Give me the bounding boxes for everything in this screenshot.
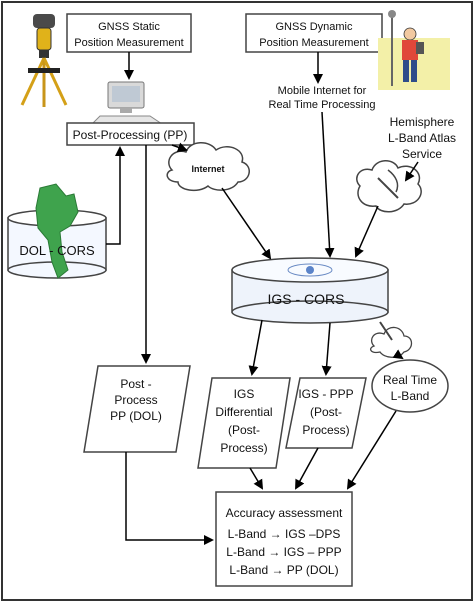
real-time-lband-node: Real Time L-Band (371, 359, 449, 413)
mobile-internet-line2: Real Time Processing (269, 99, 376, 111)
igs-ppp-line2: (Post- (310, 405, 342, 419)
igs-differential-line1: IGS (234, 387, 255, 401)
post-process-dol-line3: PP (DOL) (110, 409, 162, 423)
gnss-tripod-receiver-icon (20, 14, 68, 107)
arrow-differential-to-accuracy (249, 467, 264, 490)
gnss-static-line1: GNSS Static (98, 21, 160, 33)
gnss-dynamic-line1: GNSS Dynamic (275, 21, 353, 33)
accuracy-row2: L-Band → IGS – PPP (226, 545, 341, 559)
post-process-dol-box: Post - Process PP (DOL) (83, 365, 191, 453)
mobile-internet-line1: Mobile Internet for (278, 85, 367, 97)
arrow-lband-to-realtime (392, 349, 404, 360)
post-processing-label: Post-Processing (PP) (73, 128, 188, 142)
gnss-dynamic-box: GNSS Dynamic Position Measurement (245, 13, 383, 53)
arrow-realtime-to-accuracy (346, 410, 397, 490)
satellite-dish-icon (356, 160, 422, 213)
post-process-dol-line2: Process (114, 393, 157, 407)
accuracy-row1: L-Band → IGS –DPS (228, 527, 341, 541)
accuracy-assessment-box: Accuracy assessment L-Band → IGS –DPS L-… (215, 491, 353, 587)
arrow-dish-to-igs (354, 205, 379, 258)
hemisphere-line3: Service (402, 147, 442, 161)
igs-ppp-line1: IGS - PPP (298, 387, 353, 401)
arrow-hemisphere-to-dish (404, 161, 419, 182)
real-time-lband-line1: Real Time (383, 373, 437, 387)
gnss-dynamic-line2: Position Measurement (259, 37, 368, 49)
hemisphere-line1: Hemisphere (390, 115, 455, 129)
connectors (106, 52, 419, 545)
igs-differential-line2: Differential (215, 405, 272, 419)
arrow-igs-to-differential (248, 319, 263, 376)
post-process-dol-line1: Post - (120, 377, 151, 391)
igs-ppp-line3: Process) (302, 423, 349, 437)
igs-differential-line3: (Post- (228, 423, 260, 437)
igs-differential-box: IGS Differential (Post- Process) (197, 377, 291, 469)
arrow-dol-to-accuracy (125, 452, 214, 545)
post-processing-box: Post-Processing (PP) (66, 122, 195, 146)
igs-cors-cylinder: IGS - CORS (231, 257, 389, 324)
internet-label: Internet (191, 164, 224, 174)
igs-differential-line4: Process) (220, 441, 267, 455)
arrow-pp-to-internet (171, 142, 188, 153)
arrow-dol-to-pp (106, 146, 125, 245)
desktop-computer-icon (90, 81, 164, 125)
surveyor-rover-icon (378, 10, 450, 90)
igs-cors-label: IGS - CORS (267, 291, 344, 307)
gnss-static-box: GNSS Static Position Measurement (66, 13, 192, 53)
accuracy-title: Accuracy assessment (226, 506, 343, 520)
gnss-static-line2: Position Measurement (74, 37, 183, 49)
dol-cors-cylinder: DOL - CORS (7, 183, 107, 279)
accuracy-row3: L-Band → PP (DOL) (229, 563, 338, 577)
satellite-orbit-icon (287, 263, 333, 277)
arrow-ppp-to-accuracy (295, 447, 319, 490)
arrow-mobile-to-igs (321, 111, 335, 258)
dol-cors-label: DOL - CORS (19, 243, 95, 258)
arrow-igs-to-ppp (321, 322, 332, 376)
real-time-lband-line2: L-Band (391, 389, 430, 403)
arrow-internet-to-igs (221, 187, 272, 260)
igs-ppp-box: IGS - PPP (Post- Process) (285, 377, 367, 449)
thailand-map-icon (35, 183, 79, 279)
hemisphere-line2: L-Band Atlas (388, 131, 456, 145)
